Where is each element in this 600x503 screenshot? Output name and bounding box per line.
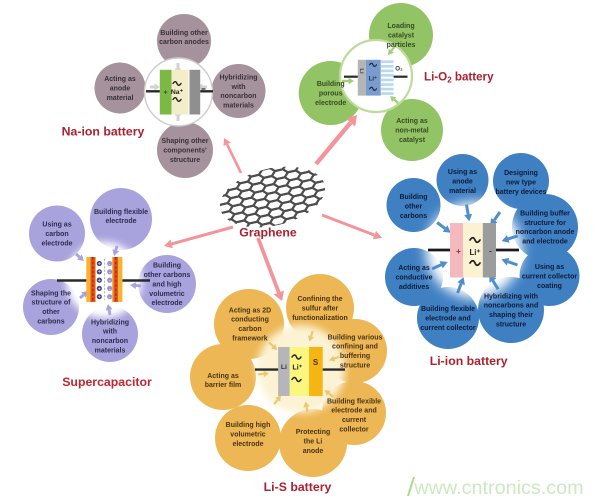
svg-text:+: +	[98, 270, 101, 276]
svg-text:-: -	[489, 247, 492, 256]
svg-text:Li-O2 battery: Li-O2 battery	[424, 71, 494, 85]
svg-text:+: +	[98, 278, 101, 284]
svg-text:www.cntronics.com: www.cntronics.com	[413, 477, 583, 499]
svg-text:Li⁺: Li⁺	[469, 248, 480, 257]
svg-text:Supercapacitor: Supercapacitor	[62, 375, 152, 389]
svg-text:O₂: O₂	[395, 66, 403, 73]
svg-text:+: +	[98, 286, 101, 292]
svg-text:+: +	[98, 295, 101, 301]
svg-text:-: -	[109, 270, 111, 276]
svg-text:Li⁺: Li⁺	[292, 362, 302, 371]
svg-text:-: -	[109, 295, 111, 301]
svg-text:-: -	[109, 261, 111, 267]
svg-text:+: +	[98, 261, 101, 267]
svg-text:-: -	[109, 278, 111, 284]
svg-text:Li-S battery: Li-S battery	[264, 480, 332, 494]
svg-text:Li⁺: Li⁺	[369, 76, 378, 83]
svg-text:Graphene: Graphene	[239, 226, 297, 240]
svg-text:+: +	[163, 90, 167, 97]
svg-text:Li-ion battery: Li-ion battery	[430, 354, 508, 368]
svg-text:Na-ion battery: Na-ion battery	[62, 125, 145, 139]
svg-text:Li: Li	[358, 68, 364, 74]
svg-text:Li: Li	[281, 364, 287, 371]
svg-text:Na⁺: Na⁺	[171, 89, 184, 96]
svg-text:-: -	[109, 286, 111, 292]
svg-text:+: +	[456, 247, 461, 256]
svg-text:S: S	[313, 358, 319, 367]
